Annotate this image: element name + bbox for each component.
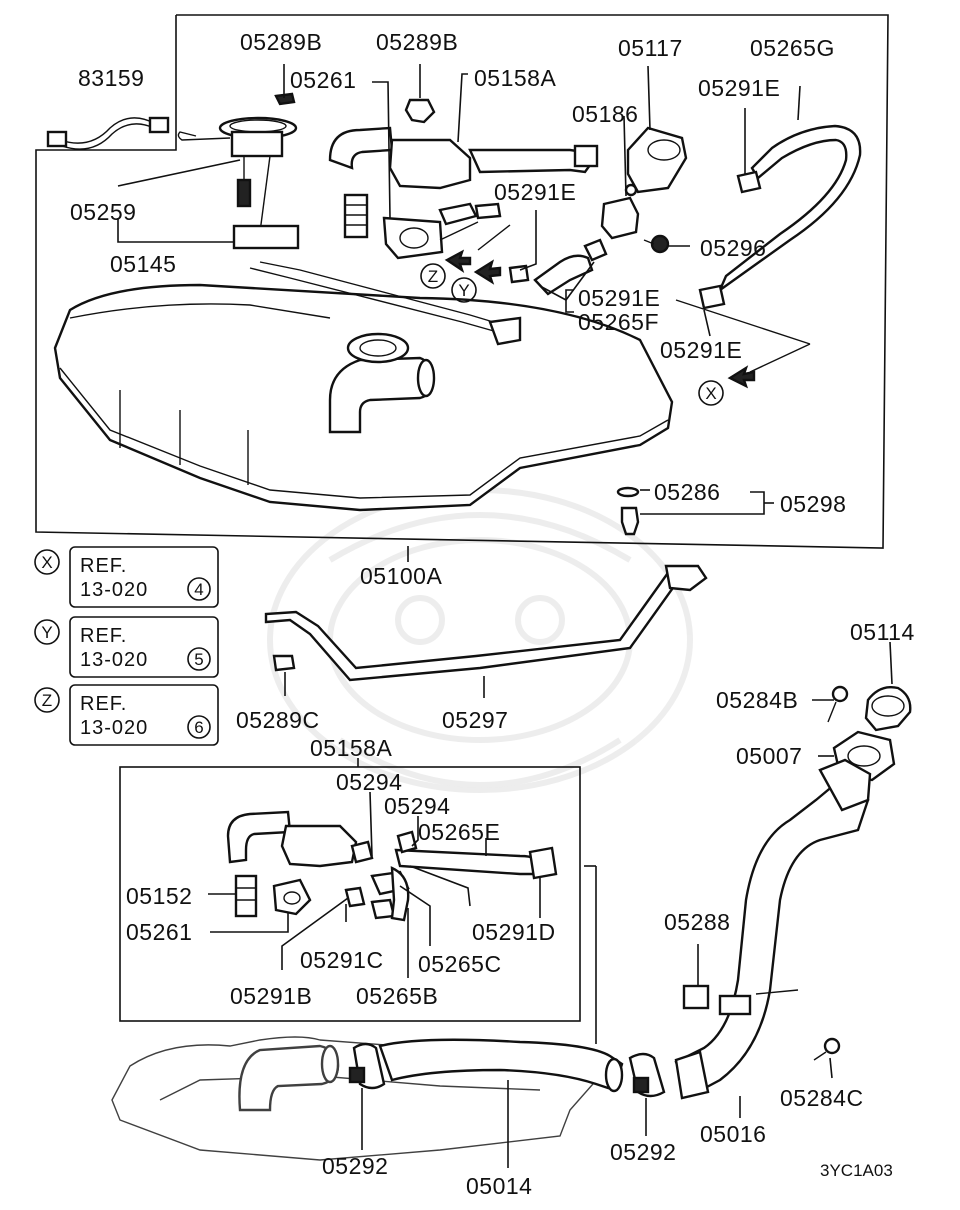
part-labels-bottom: 05114 05284B 05158A 05007 05294 05294 05… [126, 619, 915, 1199]
pump-detail-parts [226, 810, 558, 922]
label-05298: 05298 [780, 491, 846, 517]
label-05289C: 05289C [236, 707, 320, 733]
label-05261-bot: 05261 [126, 919, 192, 945]
fuel-pump-assembly [274, 92, 599, 260]
wiring-harness [46, 116, 170, 150]
label-05007: 05007 [736, 743, 802, 769]
svg-text:REF.: REF. [80, 625, 127, 647]
svg-text:13-020: 13-020 [80, 579, 148, 601]
pump-detail-frame [119, 758, 597, 1044]
label-05294-a: 05294 [336, 769, 402, 795]
label-05152: 05152 [126, 883, 192, 909]
svg-text:Y: Y [41, 623, 52, 642]
marker-y-top: Y [451, 277, 477, 303]
label-05286: 05286 [654, 479, 720, 505]
label-05291C: 05291C [300, 947, 384, 973]
label-05291E-3: 05291E [578, 285, 660, 311]
label-05114: 05114 [850, 619, 915, 645]
svg-text:Z: Z [428, 267, 438, 286]
marker-z-top: Z [420, 263, 446, 289]
ref-box-z: Z REF. 13-020 6 [34, 684, 219, 746]
svg-text:6: 6 [194, 718, 203, 737]
label-05294-b: 05294 [384, 793, 450, 819]
label-05145: 05145 [110, 251, 176, 277]
ref-box-y: Y REF. 13-020 5 [34, 616, 219, 678]
tank-strap [264, 564, 708, 698]
vapor-hoses [438, 124, 862, 310]
label-05284C: 05284C [780, 1085, 864, 1111]
label-05289B-b: 05289B [376, 29, 458, 55]
svg-text:REF.: REF. [80, 693, 127, 715]
label-05265C: 05265C [418, 951, 502, 977]
label-05016: 05016 [700, 1121, 766, 1147]
label-05288: 05288 [664, 909, 730, 935]
svg-text:REF.: REF. [80, 555, 127, 577]
label-05291E-4: 05291E [660, 337, 742, 363]
label-05291B: 05291B [230, 983, 312, 1009]
label-05292-a: 05292 [322, 1153, 388, 1179]
label-05117: 05117 [618, 35, 683, 61]
fuel-gauge-sender [177, 116, 300, 250]
label-05100A: 05100A [360, 563, 442, 589]
marker-x-top: X [698, 380, 724, 406]
label-05265E: 05265E [418, 819, 500, 845]
label-05284B: 05284B [716, 687, 798, 713]
svg-text:X: X [705, 384, 716, 403]
svg-text:13-020: 13-020 [80, 649, 148, 671]
label-05158A-top: 05158A [474, 65, 556, 91]
svg-text:13-020: 13-020 [80, 717, 148, 739]
diagram-code: 3YC1A03 [820, 1161, 893, 1180]
label-05265F: 05265F [578, 309, 659, 335]
leader-lines-bottom [208, 791, 541, 978]
svg-text:4: 4 [194, 580, 203, 599]
top-assembly-frame [35, 14, 889, 549]
fuel-tank [53, 261, 674, 512]
drain-plug [616, 486, 640, 536]
label-05261-top: 05261 [290, 67, 356, 93]
label-05265B: 05265B [356, 983, 438, 1009]
leader-lines-top [117, 64, 801, 562]
svg-text:Y: Y [458, 281, 469, 300]
svg-text:X: X [41, 553, 52, 572]
label-05291E-2: 05291E [494, 179, 576, 205]
label-05289B-a: 05289B [240, 29, 322, 55]
part-labels-top: 83159 05289B 05289B 05261 05158A 05117 0… [70, 29, 846, 589]
filler-neck-pipe [674, 758, 872, 1118]
label-05297: 05297 [442, 707, 508, 733]
label-05186: 05186 [572, 101, 638, 127]
label-05296: 05296 [700, 235, 766, 261]
label-83159: 83159 [78, 65, 144, 91]
label-05014: 05014 [466, 1173, 532, 1199]
svg-text:5: 5 [194, 650, 203, 669]
ref-box-x: X REF. 13-020 4 [34, 546, 219, 608]
label-05265G: 05265G [750, 35, 835, 61]
label-05292-b: 05292 [610, 1139, 676, 1165]
label-05259: 05259 [70, 199, 136, 225]
fuel-filler-cap [812, 641, 912, 782]
label-05291D: 05291D [472, 919, 556, 945]
label-05158A-bot: 05158A [310, 735, 392, 761]
svg-text:Z: Z [42, 691, 52, 710]
direction-arrows [439, 221, 811, 389]
filler-hose [348, 1038, 710, 1168]
label-05291E-1: 05291E [698, 75, 780, 101]
